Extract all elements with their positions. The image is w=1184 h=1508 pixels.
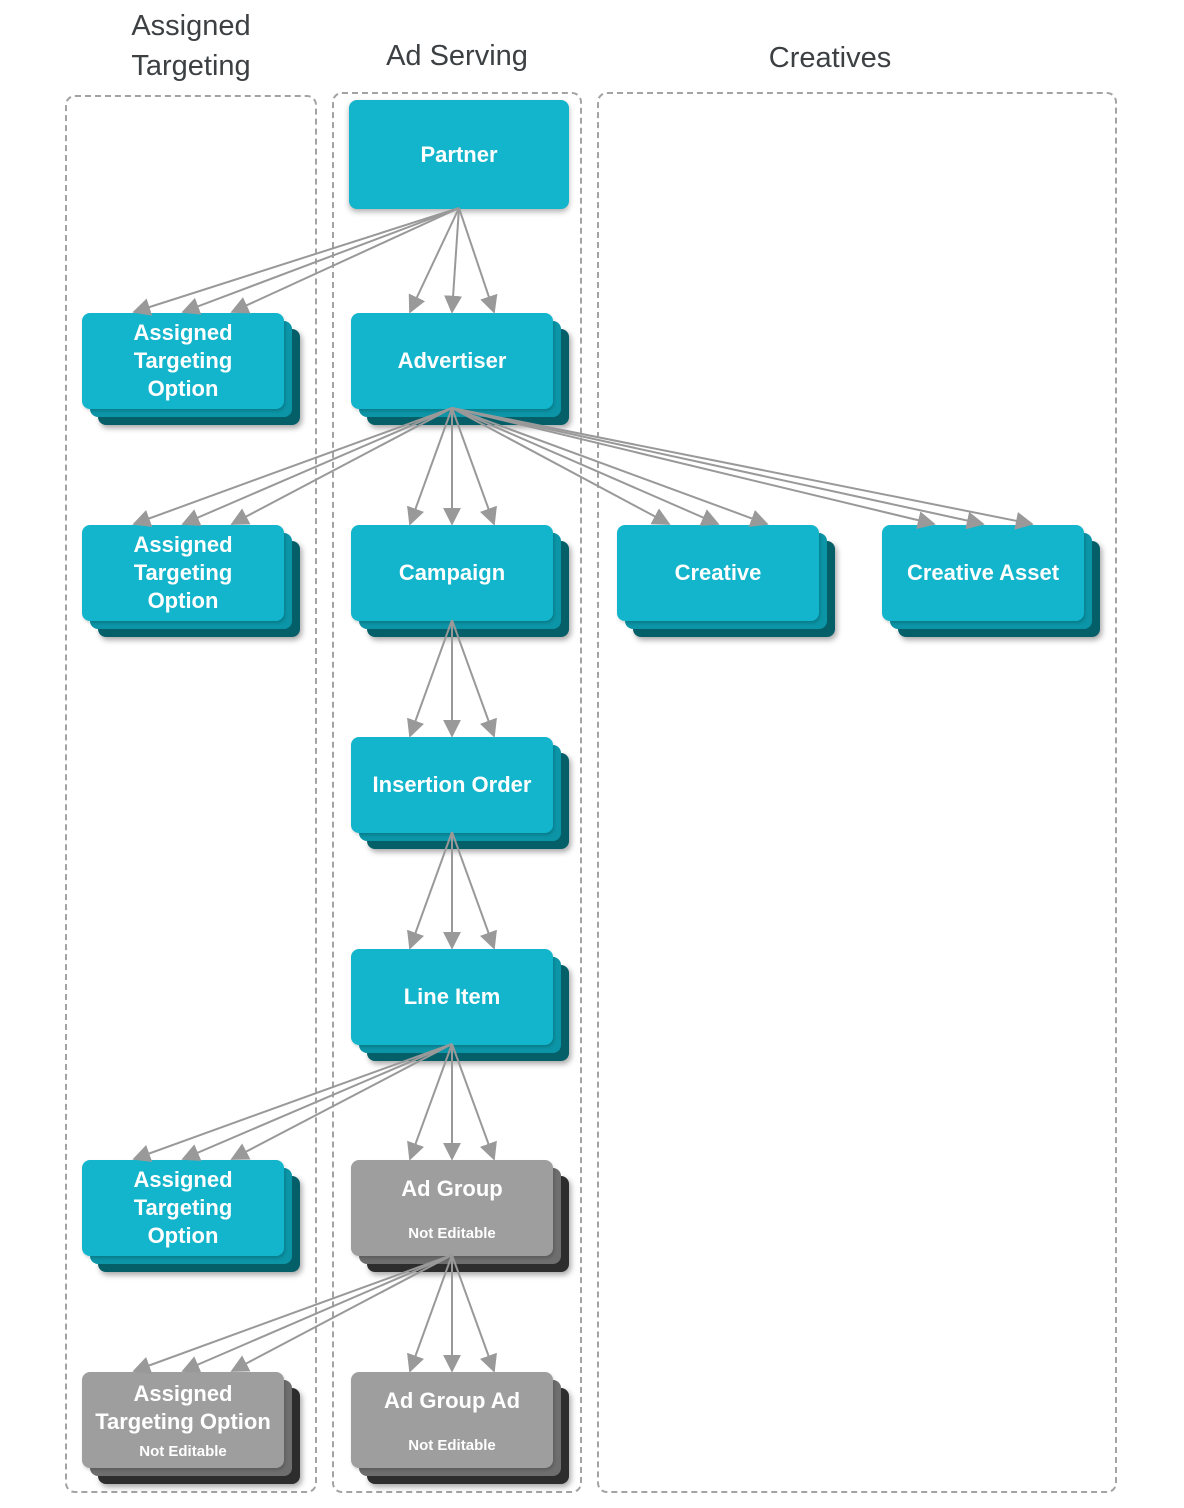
node-label: Assigned Targeting Option xyxy=(133,320,233,401)
node-advertiser: Advertiser xyxy=(351,313,569,425)
node-ad-group-ad: Ad Group Ad Not Editable xyxy=(351,1372,569,1484)
node-label: Creative xyxy=(674,560,762,585)
node-ato-line-item: Assigned Targeting Option xyxy=(82,1160,300,1272)
node-face: Assigned Targeting Option xyxy=(82,313,284,409)
node-ato-partner: Assigned Targeting Option xyxy=(82,313,300,425)
node-partner: Partner xyxy=(349,100,569,209)
node-face: Insertion Order xyxy=(351,737,553,833)
node-face: Creative Asset xyxy=(882,525,1084,621)
column-assigned-targeting xyxy=(65,95,317,1493)
node-face: Advertiser xyxy=(351,313,553,409)
column-ad-serving xyxy=(332,92,582,1493)
node-label: Creative Asset xyxy=(906,560,1060,585)
node-face: Campaign xyxy=(351,525,553,621)
node-label: Campaign xyxy=(398,560,506,585)
node-insertion-order: Insertion Order xyxy=(351,737,569,849)
node-label: Assigned Targeting Option xyxy=(133,532,233,613)
node-label: Line Item xyxy=(403,984,501,1009)
node-creative: Creative xyxy=(617,525,835,637)
node-label: Assigned Targeting Option xyxy=(95,1381,271,1434)
node-sublabel: Not Editable xyxy=(139,1443,227,1460)
node-face: Ad Group Ad Not Editable xyxy=(351,1372,553,1468)
node-label: Assigned Targeting Option xyxy=(133,1167,233,1248)
column-creatives xyxy=(597,92,1117,1493)
node-line-item: Line Item xyxy=(351,949,569,1061)
column-header-assigned-targeting: Assigned Targeting xyxy=(131,10,251,82)
node-label: Advertiser xyxy=(397,348,507,373)
column-header-creatives: Creatives xyxy=(768,42,892,74)
node-ato-advertiser: Assigned Targeting Option xyxy=(82,525,300,637)
node-label: Ad Group Ad xyxy=(383,1387,521,1413)
node-face: Partner xyxy=(349,100,569,209)
node-face: Creative xyxy=(617,525,819,621)
node-face: Assigned Targeting Option xyxy=(82,1160,284,1256)
column-header-ad-serving: Ad Serving xyxy=(386,40,528,72)
node-label: Ad Group xyxy=(401,1175,503,1201)
node-campaign: Campaign xyxy=(351,525,569,637)
node-label: Partner xyxy=(420,141,498,167)
node-face: Assigned Targeting Option xyxy=(82,525,284,621)
node-sublabel: Not Editable xyxy=(408,1224,496,1242)
node-sublabel: Not Editable xyxy=(408,1436,496,1454)
node-label: Insertion Order xyxy=(372,772,532,797)
node-creative-asset: Creative Asset xyxy=(882,525,1100,637)
node-face: Line Item xyxy=(351,949,553,1045)
